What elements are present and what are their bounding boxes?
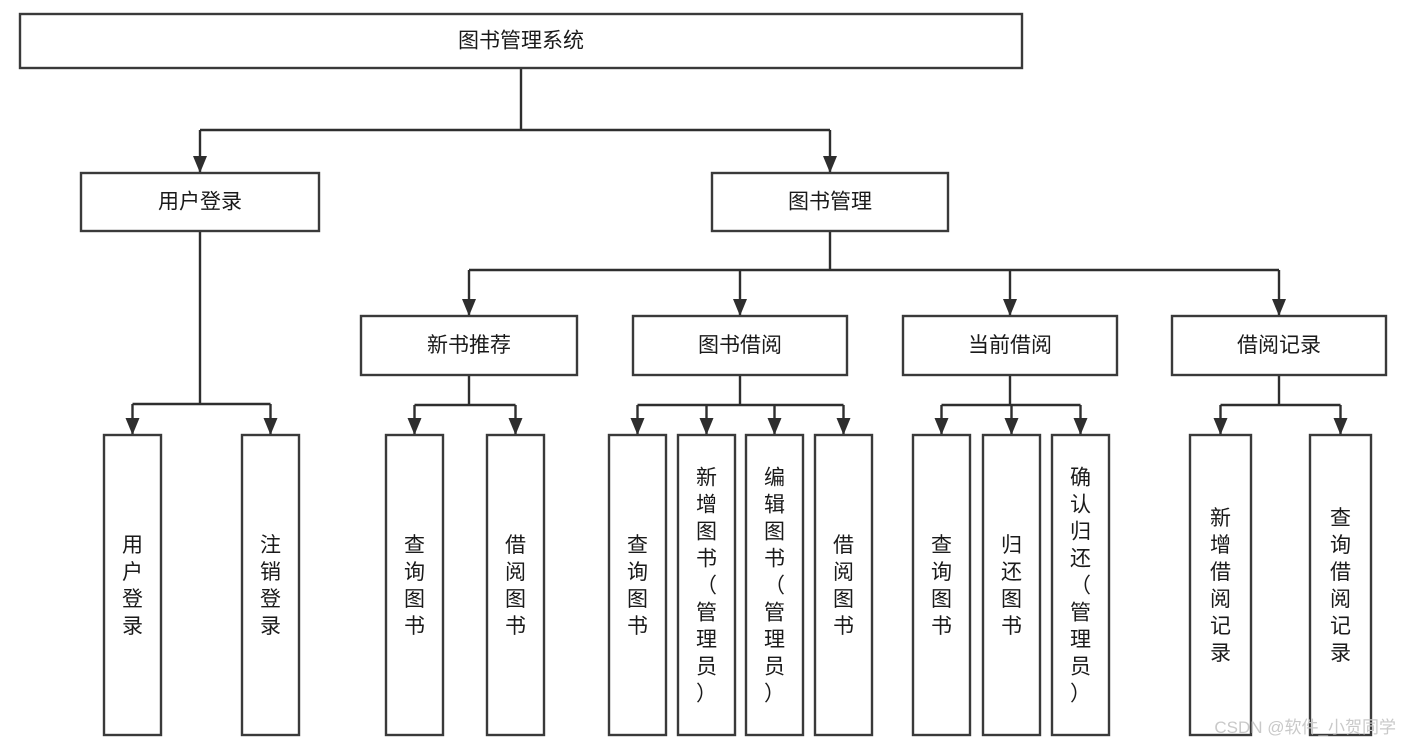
node-current-borrow[interactable]: 当前借阅 xyxy=(901,314,1119,377)
node-leaf-return-book[interactable]: 归还图书 xyxy=(981,433,1042,737)
arrow-head-icon xyxy=(407,418,422,435)
node-user-login[interactable]: 用户登录 xyxy=(79,171,321,233)
csdn-watermark: CSDN @软件_小贺同学 xyxy=(1214,718,1396,737)
node-box-leaf-return-book xyxy=(981,433,1042,737)
node-box-leaf-query-book-1 xyxy=(384,433,445,737)
node-box-borrow-record xyxy=(1170,314,1388,377)
node-layer: 图书管理系统用户登录图书管理新书推荐图书借阅当前借阅借阅记录用户登录注销登录查询… xyxy=(18,12,1388,737)
node-leaf-query-book-1[interactable]: 查询图书 xyxy=(384,433,445,737)
node-box-leaf-borrow-book-2 xyxy=(813,433,874,737)
node-label-borrow-record: 借阅记录 xyxy=(1237,334,1321,357)
arrow-head-icon xyxy=(1004,418,1019,435)
node-leaf-add-book[interactable]: 新增图书（管理员） xyxy=(676,433,737,737)
node-label-leaf-confirm-return: 确认归还（管理员） xyxy=(1070,467,1091,706)
node-leaf-borrow-book-1[interactable]: 借阅图书 xyxy=(485,433,546,737)
node-leaf-query-book-3[interactable]: 查询图书 xyxy=(911,433,972,737)
arrow-head-icon xyxy=(767,418,782,435)
arrow-head-icon xyxy=(462,299,476,316)
arrow-head-icon xyxy=(630,418,645,435)
arrow-head-icon xyxy=(263,418,278,435)
node-label-leaf-add-record: 新增借阅记录 xyxy=(1210,507,1231,665)
node-leaf-add-record[interactable]: 新增借阅记录 xyxy=(1188,433,1253,737)
node-box-new-book-recommend xyxy=(359,314,579,377)
node-label-leaf-borrow-book-2: 借阅图书 xyxy=(833,534,854,638)
connector-layer xyxy=(125,68,1348,435)
node-root[interactable]: 图书管理系统 xyxy=(18,12,1024,70)
arrow-head-icon xyxy=(699,418,714,435)
node-leaf-user-logout[interactable]: 注销登录 xyxy=(240,433,301,737)
arrow-head-icon xyxy=(733,299,747,316)
arrow-head-icon xyxy=(125,418,140,435)
arrow-head-icon xyxy=(1003,299,1017,316)
connector-group-book-borrow xyxy=(630,375,851,435)
node-label-root: 图书管理系统 xyxy=(458,30,584,53)
node-label-leaf-query-book-2: 查询图书 xyxy=(627,534,648,638)
node-label-book-borrow: 图书借阅 xyxy=(698,334,782,357)
node-label-leaf-edit-book: 编辑图书（管理员） xyxy=(764,467,785,706)
arrow-head-icon xyxy=(836,418,851,435)
node-box-book-management xyxy=(710,171,950,233)
node-box-leaf-confirm-return xyxy=(1050,433,1111,737)
arrow-head-icon xyxy=(1333,418,1348,435)
connector-group-current-borrow xyxy=(934,375,1088,435)
connector-group-user-login xyxy=(125,231,278,435)
node-leaf-query-record[interactable]: 查询借阅记录 xyxy=(1308,433,1373,737)
node-box-root xyxy=(18,12,1024,70)
arrow-head-icon xyxy=(934,418,949,435)
node-label-leaf-query-book-1: 查询图书 xyxy=(404,534,425,638)
arrow-head-icon xyxy=(823,156,837,173)
node-box-book-borrow xyxy=(631,314,849,377)
node-book-borrow[interactable]: 图书借阅 xyxy=(631,314,849,377)
node-label-user-login: 用户登录 xyxy=(158,191,242,214)
node-borrow-record[interactable]: 借阅记录 xyxy=(1170,314,1388,377)
arrow-head-icon xyxy=(1073,418,1088,435)
connector-group-book-management xyxy=(462,231,1286,316)
node-leaf-borrow-book-2[interactable]: 借阅图书 xyxy=(813,433,874,737)
node-box-leaf-query-book-3 xyxy=(911,433,972,737)
node-box-leaf-user-login xyxy=(102,433,163,737)
connector-group-new-book-recommend xyxy=(407,375,523,435)
arrow-head-icon xyxy=(508,418,523,435)
node-label-book-management: 图书管理 xyxy=(788,191,872,214)
node-leaf-confirm-return[interactable]: 确认归还（管理员） xyxy=(1050,433,1111,737)
node-label-leaf-return-book: 归还图书 xyxy=(1001,534,1022,638)
node-leaf-edit-book[interactable]: 编辑图书（管理员） xyxy=(744,433,805,737)
node-box-leaf-query-book-2 xyxy=(607,433,668,737)
node-box-leaf-borrow-book-1 xyxy=(485,433,546,737)
node-label-new-book-recommend: 新书推荐 xyxy=(427,334,511,357)
node-book-management[interactable]: 图书管理 xyxy=(710,171,950,233)
arrow-head-icon xyxy=(1272,299,1286,316)
connector-group-borrow-record xyxy=(1213,375,1348,435)
node-box-leaf-add-book xyxy=(676,433,737,737)
arrow-head-icon xyxy=(193,156,207,173)
node-leaf-user-login[interactable]: 用户登录 xyxy=(102,433,163,737)
node-box-current-borrow xyxy=(901,314,1119,377)
node-box-leaf-user-logout xyxy=(240,433,301,737)
node-leaf-query-book-2[interactable]: 查询图书 xyxy=(607,433,668,737)
node-box-user-login xyxy=(79,171,321,233)
node-label-current-borrow: 当前借阅 xyxy=(968,334,1052,357)
node-label-leaf-add-book: 新增图书（管理员） xyxy=(696,467,717,706)
node-label-leaf-query-record: 查询借阅记录 xyxy=(1330,507,1351,665)
connector-group-root xyxy=(193,68,837,173)
node-label-leaf-user-login: 用户登录 xyxy=(122,534,143,638)
node-label-leaf-user-logout: 注销登录 xyxy=(260,534,281,638)
arrow-head-icon xyxy=(1213,418,1228,435)
node-label-leaf-query-book-3: 查询图书 xyxy=(931,534,952,638)
node-new-book-recommend[interactable]: 新书推荐 xyxy=(359,314,579,377)
node-box-leaf-query-record xyxy=(1308,433,1373,737)
node-box-leaf-add-record xyxy=(1188,433,1253,737)
node-label-leaf-borrow-book-1: 借阅图书 xyxy=(505,534,526,638)
node-box-leaf-edit-book xyxy=(744,433,805,737)
